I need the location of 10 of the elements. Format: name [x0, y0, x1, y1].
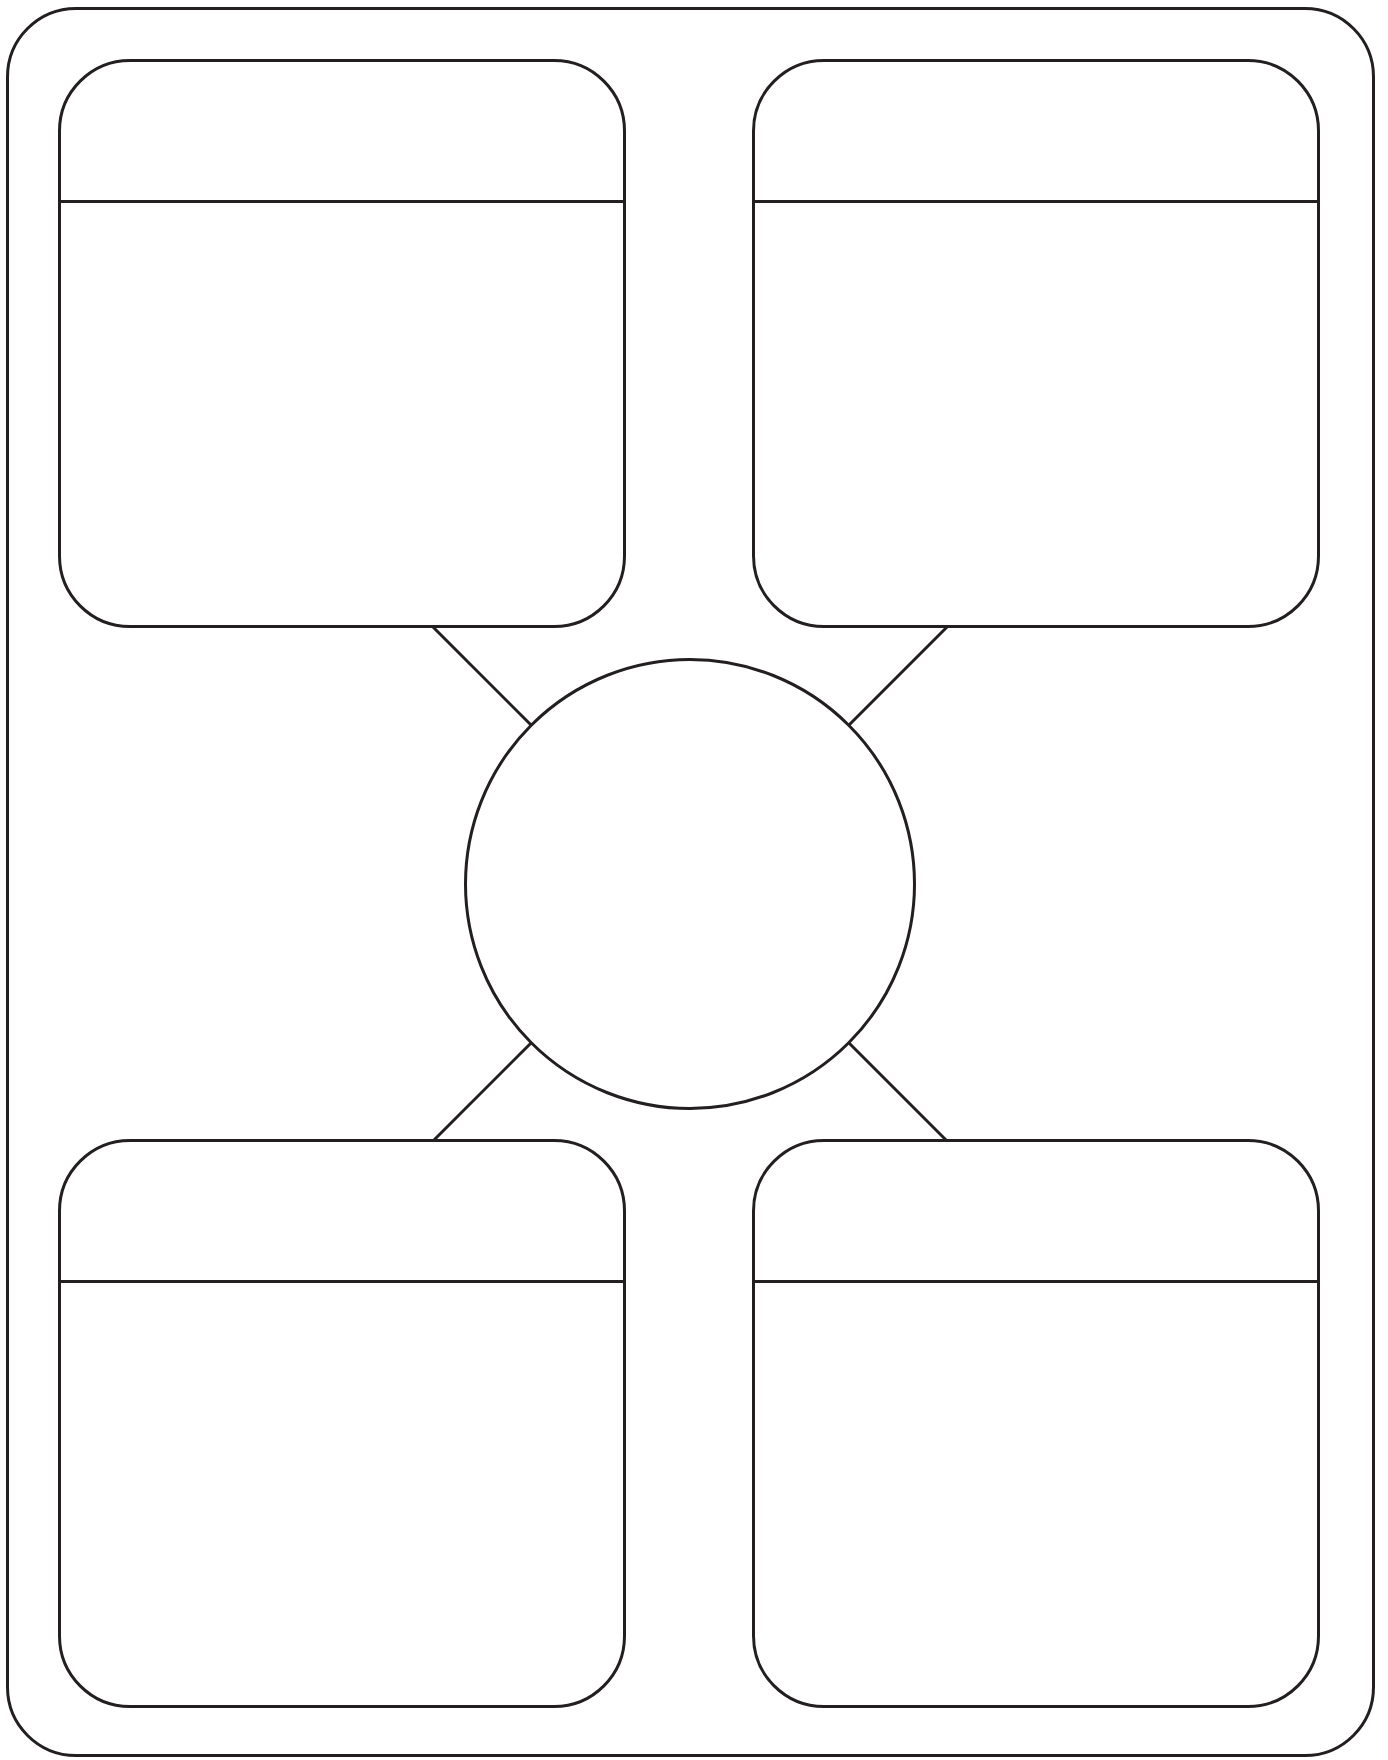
connector-line — [431, 625, 533, 727]
organizer-box — [58, 59, 626, 628]
page-frame — [6, 7, 1375, 1757]
organizer-box — [752, 1139, 1320, 1708]
organizer-box — [752, 59, 1320, 628]
connector-line — [847, 1041, 948, 1142]
connector-line — [847, 625, 949, 727]
organizer-box — [58, 1139, 626, 1708]
center-circle — [464, 658, 916, 1110]
connector-line — [432, 1041, 533, 1142]
